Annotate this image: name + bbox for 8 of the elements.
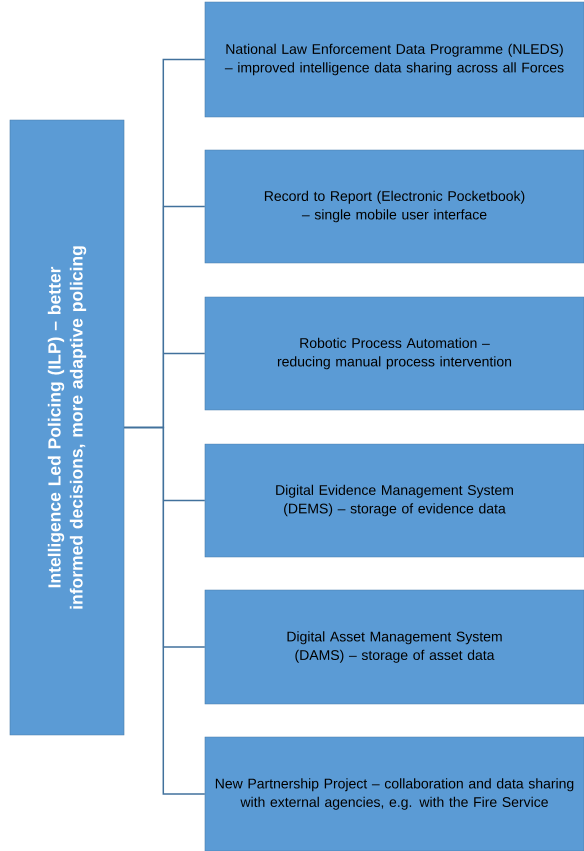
process-box: National Law Enforcement Data Programme (NLEDS) – improved intelligence data sharing across all Forces — [204, 2, 584, 118]
title-box: Intelligence Led Policing (ILP) – better informed decisions, more adaptive policing — [10, 120, 124, 736]
process-box: Digital Asset Management System (DAMS) – storage of asset data — [204, 590, 584, 704]
connector-line — [124, 426, 205, 795]
process-box: Robotic Process Automation – reducing manual process intervention — [204, 296, 584, 410]
process-box: Record to Report (Electronic Pocketbook) – single mobile user interface — [204, 150, 584, 264]
process-box: New Partnership Project – collaboration and data sharing with external agencies, e.g. with the Fire Service — [204, 736, 584, 851]
process-box: Digital Evidence Management System (DEMS) – storage of evidence data — [204, 444, 584, 558]
